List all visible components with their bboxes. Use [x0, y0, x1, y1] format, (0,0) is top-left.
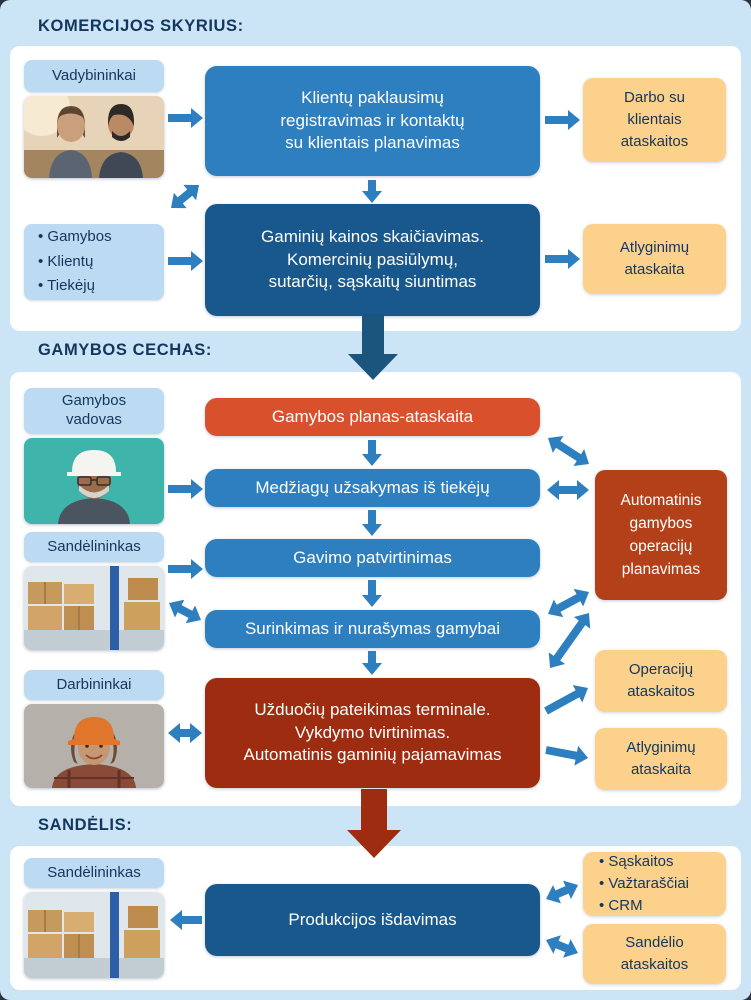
section-title-sandelis: SANDĖLIS: — [38, 815, 133, 834]
flow-box-gaminiu-kainos: Gaminių kainos skaičiavimas. Komercinių … — [205, 204, 540, 316]
section-title-gamyba: GAMYBOS CECHAS: — [38, 340, 213, 359]
warehouse-photo-1 — [24, 566, 164, 650]
list-box-uzsakymai: • Gamybos • Klientų • Tiekėjų — [24, 224, 164, 300]
report-note-atlyginimu-1: Atlyginimų ataskaita — [583, 224, 726, 294]
production-manager-photo — [24, 438, 164, 524]
section-title-komercija: KOMERCIJOS SKYRIUS: — [38, 16, 244, 35]
role-label-vadybininkai: Vadybininkai — [24, 60, 164, 92]
report-note-atlyginimu-2: Atlyginimų ataskaita — [595, 728, 727, 790]
flow-box-medziagu-uzsakymas: Medžiagų užsakymas iš tiekėjų — [205, 469, 540, 507]
warehouse-photo-2 — [24, 892, 164, 978]
report-note-operaciju: Operacijų ataskaitos — [595, 650, 727, 712]
flow-box-surinkimas: Surinkimas ir nurašymas gamybai — [205, 610, 540, 648]
role-label-sandelininkas-2: Sandėlininkas — [24, 858, 164, 888]
report-note-sandelio-ataskaitos: Sandėlio ataskaitos — [583, 924, 726, 984]
flow-box-produkcijos-isdavimas: Produkcijos išdavimas — [205, 884, 540, 956]
report-note-darbo-su-klientais: Darbo su klientais ataskaitos — [583, 78, 726, 162]
report-note-saskaitos-crm: • Sąskaitos • Važtaraščiai • CRM — [583, 852, 726, 916]
worker-photo — [24, 704, 164, 788]
role-label-sandelininkas-1: Sandėlininkas — [24, 532, 164, 562]
role-label-darbininkai: Darbininkai — [24, 670, 164, 700]
flow-box-gavimo-patvirtinimas: Gavimo patvirtinimas — [205, 539, 540, 577]
managers-photo — [24, 96, 164, 178]
role-label-gamybos-vadovas: Gamybos vadovas — [24, 388, 164, 434]
side-box-automatinis-planavimas: Automatinis gamybos operacijų planavimas — [595, 470, 727, 600]
flow-box-gamybos-planas: Gamybos planas-ataskaita — [205, 398, 540, 436]
flow-box-klientu-paklausimai: Klientų paklausimų registravimas ir kont… — [205, 66, 540, 176]
flow-box-uzduociu-pateikimas: Užduočių pateikimas terminale. Vykdymo t… — [205, 678, 540, 788]
